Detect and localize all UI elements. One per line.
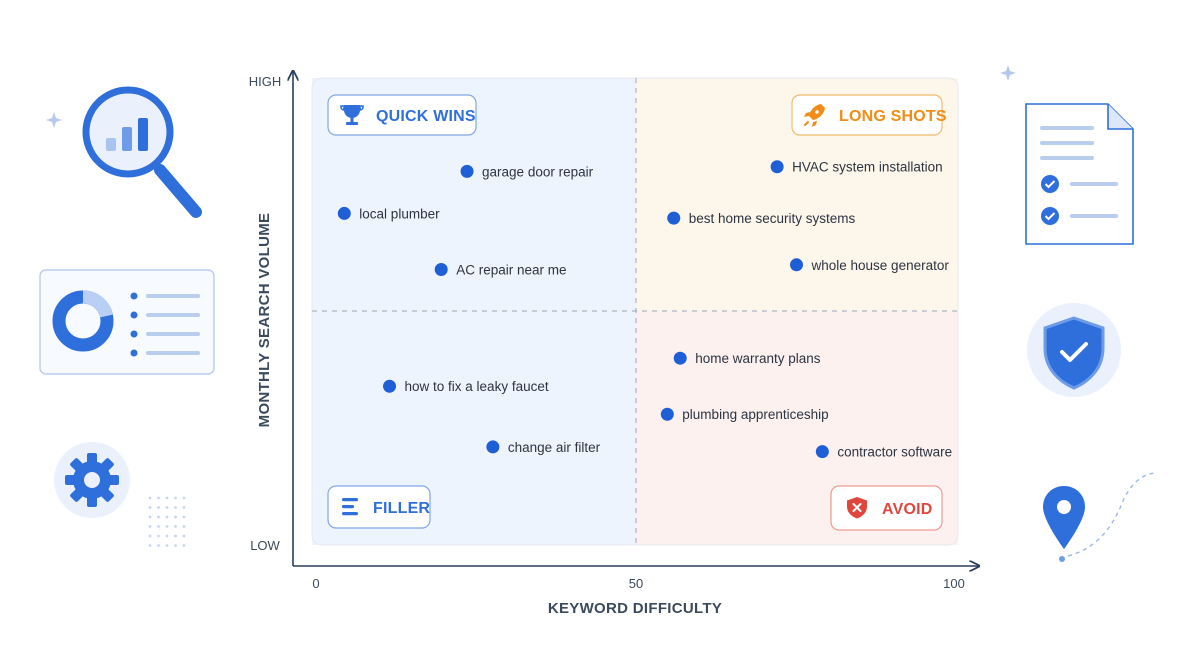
data-point: HVAC system installation [770, 160, 943, 175]
decor-dot [174, 525, 177, 528]
data-point: plumbing apprenticeship [660, 407, 829, 422]
sparkle-icon-left [46, 112, 62, 128]
trophy-icon [340, 105, 364, 125]
data-points: garage door repair local plumber AC repair… [337, 160, 952, 460]
data-point-label: local plumber [359, 206, 440, 221]
data-point: how to fix a leaky faucet [383, 379, 549, 394]
quadrant-backgrounds [311, 77, 959, 546]
data-point: best home security systems [667, 211, 856, 226]
data-point-label: garage door repair [482, 164, 594, 179]
shield-check-icon [1027, 303, 1121, 397]
decor-dot [174, 515, 177, 519]
decor-dot [157, 525, 160, 528]
quadrant-badge-avoid: AVOID [830, 485, 943, 531]
decor-dot [148, 506, 152, 509]
quadrant-badge-filler: FILLER [327, 485, 431, 529]
data-point-marker [770, 160, 784, 174]
decor-dot [165, 525, 169, 528]
decor-dot [174, 534, 177, 538]
data-point-marker [460, 164, 474, 178]
data-point: contractor software [815, 445, 952, 460]
decor-dot [148, 525, 152, 528]
data-point: local plumber [337, 206, 440, 221]
decor-dot [174, 506, 177, 509]
data-point-marker [790, 258, 803, 272]
shield-x-icon [847, 497, 867, 519]
decor-dot [182, 544, 186, 547]
decor-dot [165, 544, 169, 547]
decor-dot [148, 515, 152, 519]
data-point-label: best home security systems [689, 211, 856, 226]
decor-dot [165, 506, 169, 509]
checklist-document-icon [1025, 103, 1134, 245]
decor-dot [182, 496, 186, 500]
data-point: garage door repair [460, 164, 594, 179]
data-point-marker [660, 407, 674, 421]
decor-dot [182, 506, 186, 509]
magnifier-chart-icon [82, 86, 202, 218]
data-point: change air filter [486, 440, 601, 455]
gear-icon [54, 442, 130, 518]
decor-dot [165, 534, 169, 538]
data-point-label: change air filter [508, 440, 601, 455]
data-point-marker [486, 440, 500, 454]
decor-dot [182, 525, 186, 528]
decor-dot [157, 515, 160, 519]
data-point-label: how to fix a leaky faucet [405, 379, 549, 394]
decor-dot [157, 496, 160, 500]
data-point-label: whole house generator [811, 258, 950, 273]
data-point-label: plumbing apprenticeship [682, 407, 828, 422]
quadrant-badge-quick-wins: QUICK WINS [327, 94, 477, 136]
quadrant-badge-long-shots: LONG SHOTS [791, 94, 947, 136]
data-point-label: AC repair near me [456, 262, 566, 277]
decor-dot [157, 506, 160, 509]
data-point-marker [434, 262, 448, 276]
decor-dot [157, 534, 160, 538]
list-icon [342, 498, 358, 516]
decor-dot [182, 515, 186, 519]
decor-dot [174, 544, 177, 547]
decor-dot [148, 496, 152, 500]
decor-dot [148, 544, 152, 547]
decor-dot [148, 534, 152, 538]
data-point-marker [673, 351, 687, 365]
data-point-marker [815, 445, 829, 459]
data-point: home warranty plans [673, 351, 821, 366]
decor-dot [165, 496, 169, 500]
data-point-label: HVAC system installation [792, 160, 943, 175]
decor-dot [182, 534, 186, 538]
data-point: AC repair near me [434, 262, 566, 277]
data-point-label: home warranty plans [695, 351, 821, 366]
x-tick-100: 100 [943, 576, 965, 591]
sparkle-icon-right [1000, 65, 1016, 81]
y-tick-low: LOW [250, 538, 280, 553]
x-axis-title: KEYWORD DIFFICULTY [548, 600, 722, 617]
decor-dot [174, 496, 177, 500]
data-point-marker [667, 211, 681, 225]
decor-dot [157, 544, 160, 547]
decor-dot [165, 515, 169, 519]
data-point-label: contractor software [837, 445, 952, 460]
data-point: whole house generator [790, 258, 949, 273]
data-point-marker [383, 379, 397, 393]
quadrant-label-long-shots: LONG SHOTS [839, 108, 947, 125]
quadrant-label-quick-wins: QUICK WINS [376, 108, 476, 125]
donut-report-card [39, 269, 215, 375]
x-tick-0: 0 [312, 576, 319, 591]
x-tick-50: 50 [629, 576, 643, 591]
rocket-icon [804, 104, 825, 127]
y-tick-high: HIGH [249, 74, 282, 89]
quadrant-label-avoid: AVOID [882, 501, 932, 518]
location-pin-icon [1043, 472, 1158, 562]
axes: HIGH LOW 0 50 100 KEYWORD DIFFICULTY MON… [249, 72, 978, 617]
quadrant-label-filler: FILLER [373, 500, 430, 517]
y-axis-title: MONTHLY SEARCH VOLUME [256, 213, 273, 428]
data-point-marker [337, 206, 351, 220]
dot-grid-decoration [148, 496, 186, 547]
